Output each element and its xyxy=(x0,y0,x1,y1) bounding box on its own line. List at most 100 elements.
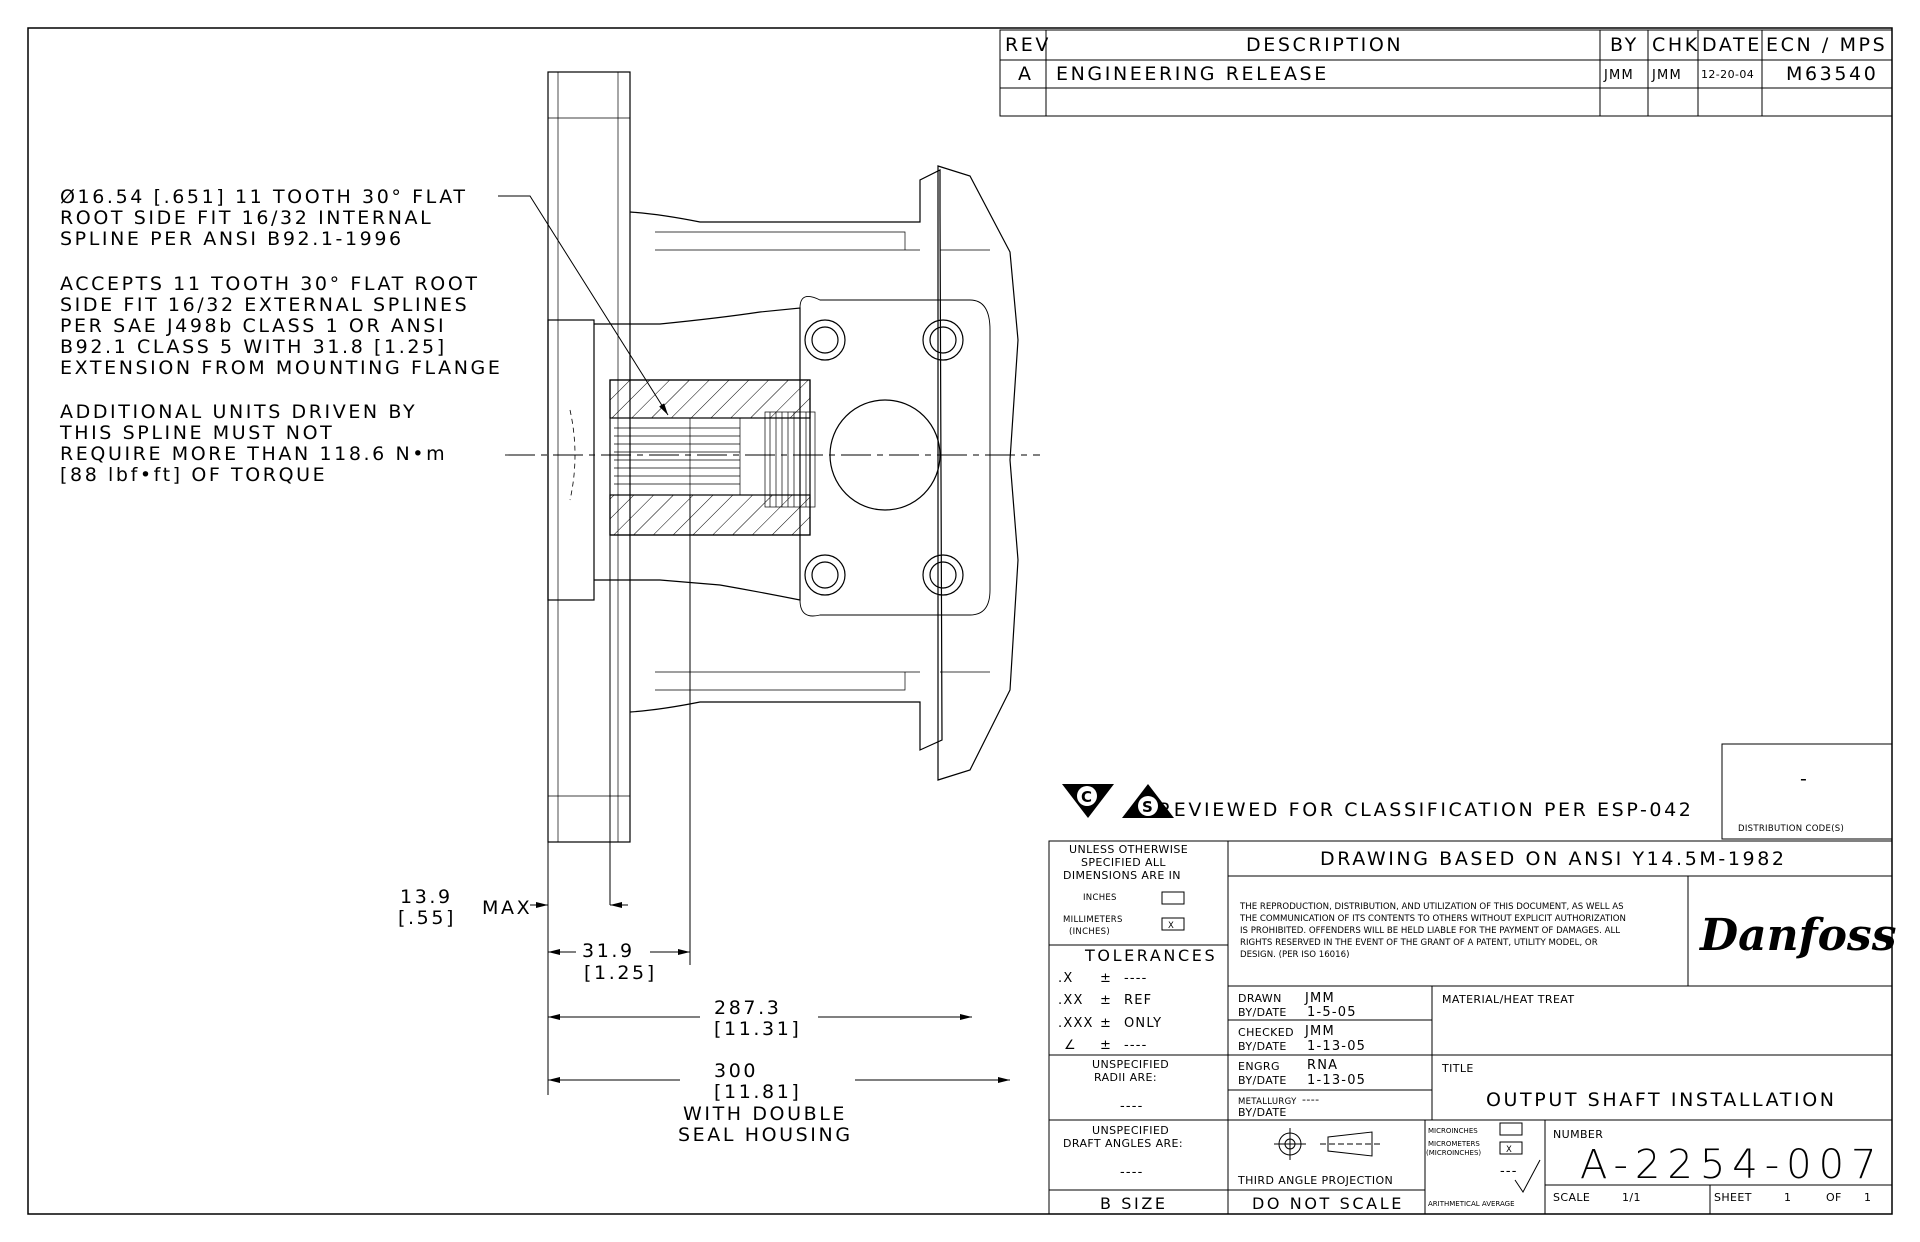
tolerance-x-pm: ± xyxy=(1100,971,1112,986)
torque-note-line-2: THIS SPLINE MUST NOT xyxy=(59,422,334,444)
dimension-13-9: 13.9 [.55] MAX xyxy=(398,886,532,929)
distribution-code-box xyxy=(1721,743,1893,840)
dim-287-3-in: [11.31] xyxy=(714,1018,801,1040)
accepts-note: ACCEPTS 11 TOOTH 30° FLAT ROOT SIDE FIT … xyxy=(60,273,502,379)
dimension-31-9: 31.9 [1.25] xyxy=(582,940,657,984)
torque-note: ADDITIONAL UNITS DRIVEN BY THIS SPLINE M… xyxy=(59,401,447,486)
accepts-note-line-4: B92.1 CLASS 5 WITH 31.8 [1.25] xyxy=(60,336,447,358)
legal-line-2: THE COMMUNICATION OF ITS CONTENTS TO OTH… xyxy=(1239,914,1626,924)
tolerances-label: TOLERANCES xyxy=(1084,946,1217,965)
unit-mm-label-2: (INCHES) xyxy=(1069,927,1110,937)
part-view xyxy=(547,71,1019,843)
radii-value: ---- xyxy=(1120,1099,1144,1114)
sheet-border xyxy=(27,27,1893,1215)
tolerance-xxx-key: .XXX xyxy=(1058,1016,1094,1031)
classification-badge: C S xyxy=(1062,784,1174,818)
bolt-holes xyxy=(804,319,964,596)
dimension-lines xyxy=(530,495,1010,1095)
sheet-label: SHEET xyxy=(1714,1191,1752,1204)
adapter-plate xyxy=(937,165,1019,781)
accepts-note-line-2: SIDE FIT 16/32 EXTERNAL SPLINES xyxy=(60,294,469,316)
micro-meters-checkbox[interactable] xyxy=(1499,1141,1523,1155)
legal-line-1: THE REPRODUCTION, DISTRIBUTION, AND UTIL… xyxy=(1239,902,1624,912)
tolerance-xx-key: .XX xyxy=(1058,993,1084,1008)
rev-header-by: BY xyxy=(1610,34,1639,56)
micro-meters-label-1: MICROMETERS xyxy=(1428,1140,1480,1148)
class-badge-c: C xyxy=(1081,788,1092,806)
dim-300-note-2: SEAL HOUSING xyxy=(678,1124,853,1146)
units-heading-1: UNLESS OTHERWISE xyxy=(1069,843,1188,856)
rev-header-rev: REV xyxy=(1005,34,1051,56)
dim-13-9-in: [.55] xyxy=(398,907,456,929)
legal-line-4: RIGHTS RESERVED IN THE EVENT OF THE GRAN… xyxy=(1240,938,1598,948)
of-label: OF xyxy=(1826,1191,1842,1204)
spline-note-line-1: Ø16.54 [.651] 11 TOOTH 30° FLAT xyxy=(60,186,468,208)
rev-row-rev: A xyxy=(1018,63,1034,85)
dim-287-3-mm: 287.3 xyxy=(714,997,781,1019)
engrg-date-label: BY/DATE xyxy=(1238,1074,1287,1087)
dimension-287-3: 287.3 [11.31] xyxy=(714,997,801,1040)
micro-inches-checkbox[interactable] xyxy=(1499,1122,1523,1136)
legal-line-3: IS PROHIBITED. OFFENDERS WILL BE HELD LI… xyxy=(1240,926,1620,936)
third-angle-projection-icon xyxy=(1274,1128,1380,1160)
draft-label-1: UNSPECIFIED xyxy=(1092,1124,1169,1137)
projection-label: THIRD ANGLE PROJECTION xyxy=(1237,1174,1393,1187)
unit-inches-checkbox[interactable] xyxy=(1161,891,1185,905)
scale-label: SCALE xyxy=(1553,1191,1590,1204)
metallurgy-date-label: BY/DATE xyxy=(1238,1106,1287,1119)
accepts-note-line-5: EXTENSION FROM MOUNTING FLANGE xyxy=(60,357,502,379)
rev-row-description: ENGINEERING RELEASE xyxy=(1056,63,1329,85)
tolerance-xx-pm: ± xyxy=(1100,993,1112,1008)
micro-inches-label: MICROINCHES xyxy=(1428,1127,1478,1135)
engrg-label: ENGRG xyxy=(1238,1060,1280,1073)
units-heading-2: SPECIFIED ALL xyxy=(1081,856,1166,869)
micro-value: --- xyxy=(1500,1164,1518,1179)
external-spline-teeth xyxy=(764,411,816,508)
unit-mm-checkbox[interactable] xyxy=(1161,917,1185,931)
drawn-date: 1-5-05 xyxy=(1307,1005,1357,1020)
accepts-note-line-3: PER SAE J498b CLASS 1 OR ANSI xyxy=(60,315,446,337)
torque-note-line-1: ADDITIONAL UNITS DRIVEN BY xyxy=(60,401,417,423)
of-value: 1 xyxy=(1864,1191,1871,1204)
rev-row-date: 12-20-04 xyxy=(1701,68,1754,81)
drawing-number: A-2254-007 xyxy=(1580,1142,1884,1188)
dim-31-9-mm: 31.9 xyxy=(582,940,635,962)
metallurgy-by: ---- xyxy=(1302,1093,1319,1106)
dim-300-in: [11.81] xyxy=(714,1081,801,1103)
engrg-by: RNA xyxy=(1307,1058,1338,1073)
checked-date-label: BY/DATE xyxy=(1238,1040,1287,1053)
drawing-basis: DRAWING BASED ON ANSI Y14.5M-1982 xyxy=(1320,848,1787,870)
torque-note-line-3: REQUIRE MORE THAN 118.6 N•m xyxy=(60,443,447,465)
material-label: MATERIAL/HEAT TREAT xyxy=(1442,993,1575,1006)
tolerance-angle-value: ---- xyxy=(1124,1038,1148,1053)
hatched-section-lower xyxy=(609,494,811,536)
title-block-grid xyxy=(1048,840,1893,1215)
surface-finish-check-icon xyxy=(1514,1159,1541,1193)
class-badge-s: S xyxy=(1142,798,1153,816)
rev-header-description: DESCRIPTION xyxy=(1246,34,1403,56)
dim-31-9-in: [1.25] xyxy=(584,962,657,984)
number-label: NUMBER xyxy=(1553,1128,1603,1141)
internal-spline xyxy=(610,417,810,496)
sheet-value: 1 xyxy=(1784,1191,1791,1204)
revision-table xyxy=(999,29,1893,117)
drawn-label: DRAWN xyxy=(1238,992,1282,1005)
spline-note: Ø16.54 [.651] 11 TOOTH 30° FLAT ROOT SID… xyxy=(60,186,468,250)
radii-label-1: UNSPECIFIED xyxy=(1092,1058,1169,1071)
units-heading-3: DIMENSIONS ARE IN xyxy=(1063,869,1181,882)
dim-13-9-mm: 13.9 xyxy=(400,886,453,908)
do-not-scale: DO NOT SCALE xyxy=(1252,1194,1404,1213)
rev-header-chk: CHK xyxy=(1652,34,1700,56)
radii-label-2: RADII ARE: xyxy=(1094,1071,1157,1084)
checked-date: 1-13-05 xyxy=(1307,1039,1366,1054)
danfoss-logo: Danfoss xyxy=(1698,910,1896,961)
dim-300-note-1: WITH DOUBLE xyxy=(683,1103,847,1125)
tolerance-x-key: .X xyxy=(1058,971,1073,986)
bore-outline xyxy=(594,307,801,601)
drawing-title: OUTPUT SHAFT INSTALLATION xyxy=(1486,1089,1837,1111)
distribution-code-label: DISTRIBUTION CODE(S) xyxy=(1738,824,1844,834)
dim-13-9-max: MAX xyxy=(482,897,532,919)
rev-row-by: JMM xyxy=(1603,68,1634,83)
tolerance-angle-key: ∠ xyxy=(1064,1038,1077,1053)
